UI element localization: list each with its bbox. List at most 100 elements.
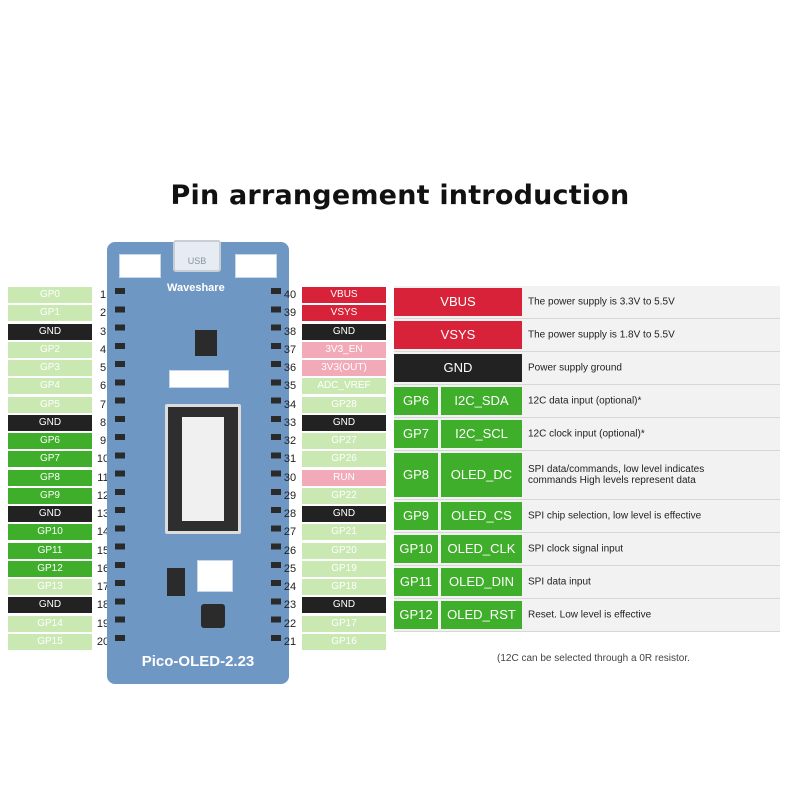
right-pin-label: GP28: [302, 396, 386, 413]
left-pin-number: 15: [96, 544, 110, 557]
left-pin-number: 9: [99, 435, 107, 447]
description-text: 12C data input (optional)*: [528, 395, 642, 407]
description-text: 12C clock input (optional)*: [528, 428, 645, 440]
fpc-connector: [165, 404, 241, 534]
signal-label: VSYS: [394, 321, 522, 349]
right-pin-label: GND: [302, 506, 386, 522]
right-pin-label: GP22: [302, 487, 386, 504]
left-pin-number: 6: [99, 380, 107, 393]
board-name: Pico-OLED-2.23: [141, 653, 255, 670]
right-pin-label: 3V3_EN: [302, 341, 386, 358]
right-pin-label: GP17: [302, 615, 386, 632]
right-pin-number: 26: [283, 544, 297, 557]
left-pin-label: GP0: [8, 287, 92, 303]
left-pin-number: 20: [96, 635, 110, 648]
right-pin-number: 34: [283, 398, 297, 411]
right-pin-label: GND: [302, 414, 386, 431]
right-pin-label: GP20: [302, 542, 386, 559]
gpio-label: GP6: [394, 387, 438, 415]
pico-oled-board: USB Waveshare Pico-OLED-2.23: [107, 240, 289, 684]
right-pin-number: 21: [283, 635, 297, 648]
left-pin-number: 11: [97, 471, 109, 484]
right-pin-number: 30: [283, 471, 297, 484]
left-pin-number: 1: [99, 289, 107, 301]
gpio-label: GP9: [394, 502, 438, 530]
right-pin-label: GP26: [302, 451, 386, 468]
description-text: SPI data/commands, low level indicates c…: [528, 464, 705, 486]
right-pin-number: 29: [283, 489, 297, 502]
function-label: OLED_CS: [441, 502, 522, 530]
regulator-chip: [195, 330, 217, 356]
right-pin-number: 32: [283, 435, 297, 447]
board-brand: Waveshare: [167, 282, 225, 294]
left-pin-number: 16: [96, 562, 110, 575]
left-pin-label: GP14: [8, 615, 92, 632]
left-pin-number: 10: [96, 453, 110, 466]
left-pin-label: GP5: [8, 396, 92, 413]
description-text: The power supply is 3.3V to 5.5V: [528, 296, 675, 308]
right-pin-label: GP16: [302, 633, 386, 650]
left-pin-label: GP13: [8, 579, 92, 595]
inductor: [201, 604, 225, 628]
right-pin-label: VBUS: [302, 287, 386, 303]
signal-label: GND: [394, 354, 522, 382]
left-pin-label: GP3: [8, 360, 92, 376]
left-pin-number: 3: [99, 325, 107, 338]
pad-cluster: [197, 560, 233, 592]
left-pin-number: 12: [96, 489, 110, 502]
left-pin-label: GP4: [8, 378, 92, 395]
left-pin-label: GP11: [8, 542, 92, 559]
left-pin-number: 2: [99, 307, 107, 320]
left-pin-number: 5: [99, 362, 107, 374]
left-pin-number: 14: [96, 526, 110, 539]
left-pin-label: GP10: [8, 524, 92, 541]
left-pin-label: GP2: [8, 341, 92, 358]
left-pin-label: GND: [8, 506, 92, 522]
gpio-label: GP12: [394, 601, 438, 629]
left-header-pins: [115, 288, 125, 643]
component: [167, 568, 185, 596]
left-pin-label: GP8: [8, 469, 92, 486]
right-pin-number: 40: [283, 289, 297, 301]
function-label: OLED_RST: [441, 601, 522, 629]
gpio-label: GP10: [394, 535, 438, 563]
right-pin-label: ADC_VREF: [302, 378, 386, 395]
left-pin-label: GP9: [8, 487, 92, 504]
right-pin-label: GP18: [302, 579, 386, 595]
description-text: Reset. Low level is effective: [528, 609, 652, 621]
right-pin-number: 39: [283, 307, 297, 320]
right-pin-number: 33: [283, 416, 297, 429]
right-pin-number: 23: [283, 599, 297, 612]
pad-cluster: [235, 254, 277, 278]
left-pin-number: 7: [99, 398, 107, 411]
right-header-pins: [271, 288, 281, 643]
right-pin-number: 36: [283, 362, 297, 374]
description-text: SPI chip selection, low level is effecti…: [528, 510, 702, 522]
left-pin-label: GP15: [8, 633, 92, 650]
right-pin-label: RUN: [302, 469, 386, 486]
right-pin-number: 38: [283, 325, 297, 338]
left-pin-number: 13: [96, 508, 110, 520]
function-label: OLED_CLK: [441, 535, 522, 563]
description-text: SPI data input: [528, 576, 591, 588]
right-pin-number: 25: [283, 562, 297, 575]
right-pin-label: GND: [302, 323, 386, 340]
left-pin-label: GP7: [8, 451, 92, 468]
left-pin-number: 19: [96, 617, 110, 630]
right-pin-number: 27: [283, 526, 297, 539]
function-label: OLED_DIN: [441, 568, 522, 596]
function-label: I2C_SCL: [441, 420, 522, 448]
right-pin-number: 31: [283, 453, 297, 466]
